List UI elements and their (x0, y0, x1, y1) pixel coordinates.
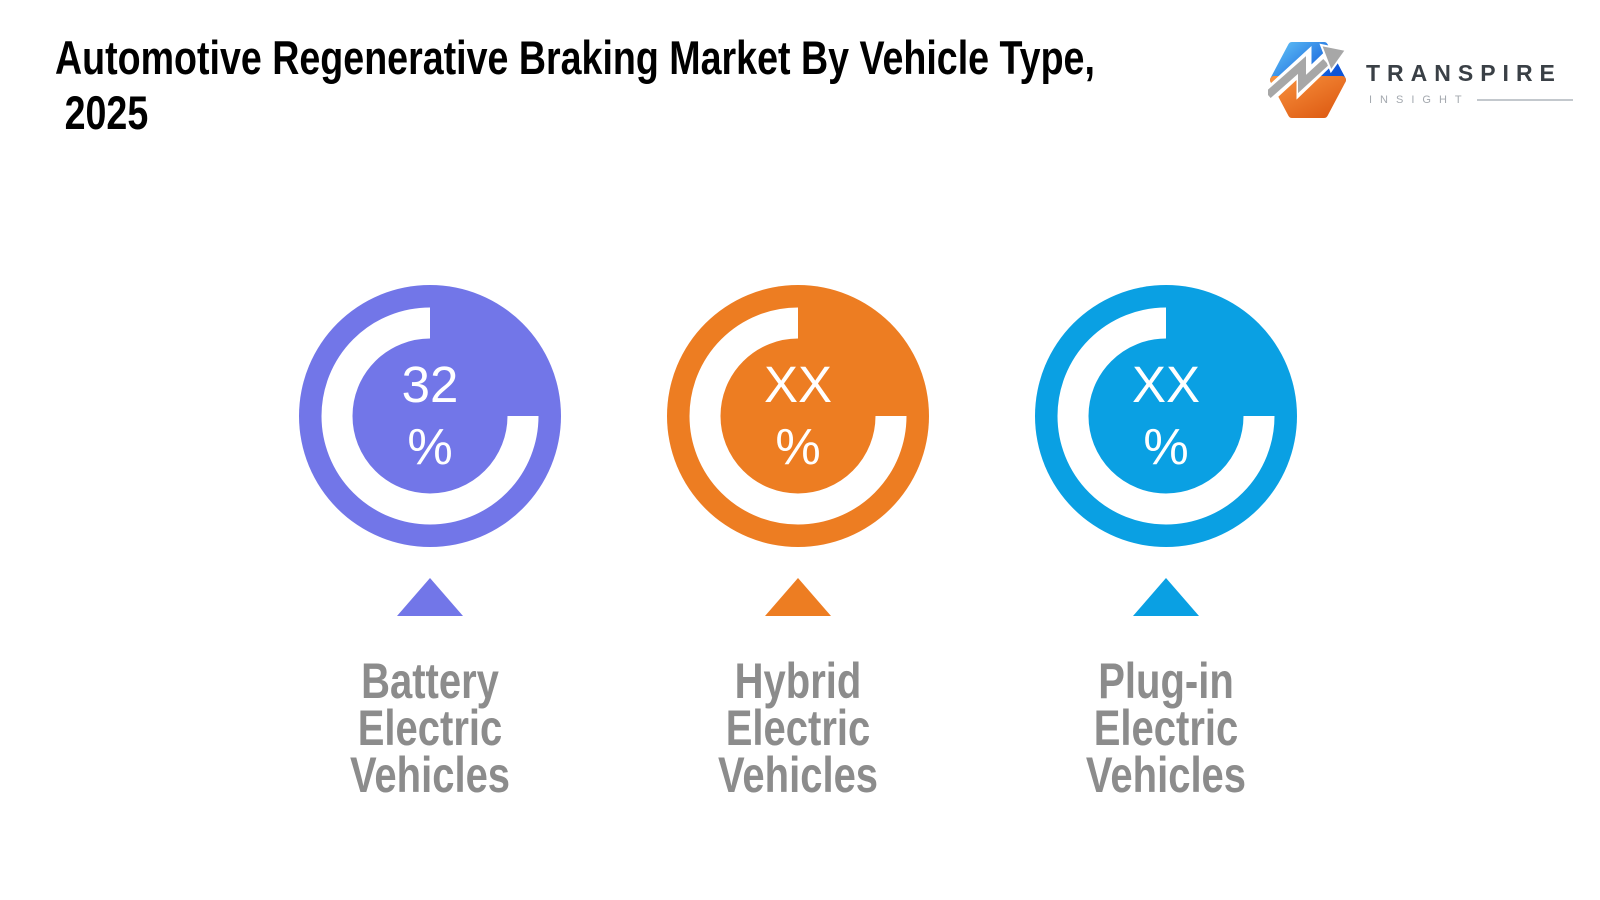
percent-sign: % (407, 418, 453, 475)
category-label-line: Battery (361, 653, 499, 709)
percent-sign: % (775, 418, 821, 475)
ring-group-battery-electric: 32 % Battery Electric Vehicles (299, 285, 561, 803)
ring-group-plugin-electric: XX % Plug-in Electric Vehicles (1035, 285, 1297, 803)
transpire-hexagon-arrow-logo-icon (1268, 42, 1348, 118)
percent-value: XX % (1035, 285, 1297, 547)
percent-ring-icon (299, 285, 561, 547)
percent-value: 32 % (299, 285, 561, 547)
category-label-line: Vehicles (349, 747, 511, 803)
category-label-line: Electric (1093, 700, 1239, 756)
percent-number: XX (1131, 356, 1201, 413)
percent-value: XX % (667, 285, 929, 547)
percent-ring-icon (667, 285, 929, 547)
category-label-line: Plug-in (1098, 653, 1234, 709)
ring-group-hybrid-electric: XX % Hybrid Electric Vehicles (667, 285, 929, 803)
category-label-line: Vehicles (1085, 747, 1247, 803)
category-label-line: Hybrid (734, 653, 862, 709)
chart-title-line1: Automotive Regenerative Braking Market B… (55, 31, 1095, 84)
brand-subline: INSIGHT (1369, 94, 1573, 106)
chart-title: Automotive Regenerative Braking Market B… (55, 30, 1095, 140)
category-label: Plug-in Electric Vehicles (1061, 653, 1271, 803)
brand-rule-divider (1476, 99, 1573, 101)
triangle-up-icon (765, 578, 831, 616)
brand-tagline: INSIGHT (1369, 94, 1470, 106)
percent-ring-icon (1035, 285, 1297, 547)
percent-ring: XX % (667, 285, 929, 547)
triangle-up-icon (1133, 578, 1199, 616)
chart-title-line2: 2025 (64, 86, 149, 139)
triangle-up-icon (397, 578, 463, 616)
category-label-line: Vehicles (717, 747, 879, 803)
percent-number: XX (763, 356, 833, 413)
percent-number: 32 (401, 356, 459, 413)
category-label: Battery Electric Vehicles (325, 653, 535, 803)
category-label-line: Electric (357, 700, 503, 756)
category-label-line: Electric (725, 700, 871, 756)
category-label: Hybrid Electric Vehicles (693, 653, 903, 803)
percent-ring: XX % (1035, 285, 1297, 547)
brand-name: TRANSPIRE (1366, 60, 1562, 86)
percent-ring: 32 % (299, 285, 561, 547)
percent-sign: % (1143, 418, 1189, 475)
